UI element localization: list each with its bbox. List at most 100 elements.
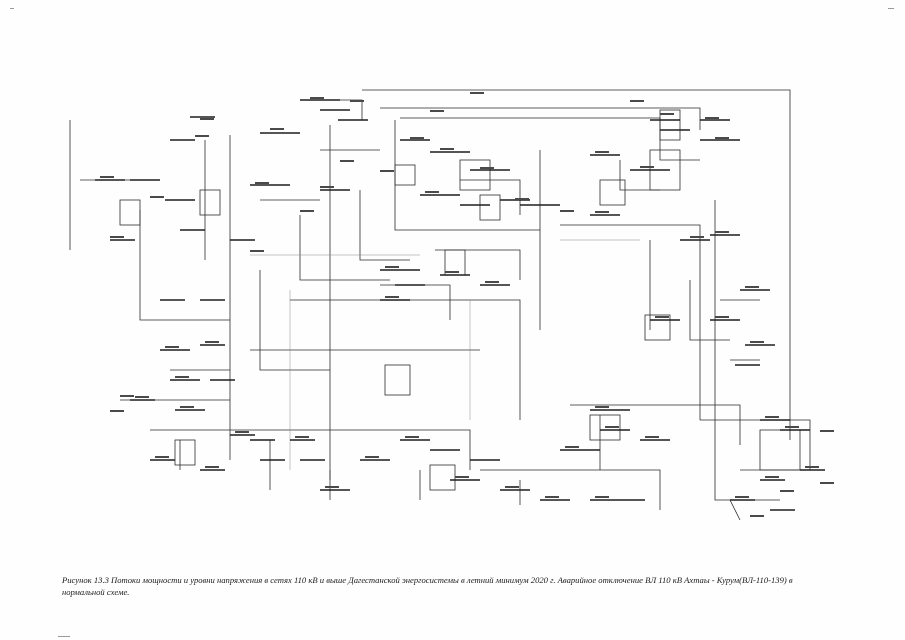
- label-mark: [155, 456, 169, 458]
- label-mark: [410, 137, 424, 139]
- label-mark: [110, 410, 124, 412]
- substation-box: [119, 199, 141, 226]
- line-segment: [259, 270, 330, 371]
- caption-text: Рисунок 13.3 Потоки мощности и уровни на…: [62, 575, 793, 597]
- label-mark: [645, 436, 659, 438]
- label-mark: [255, 182, 269, 184]
- line-segment: [570, 404, 741, 445]
- label-mark: [785, 426, 799, 428]
- label-mark: [470, 92, 484, 94]
- line-segment: [299, 215, 390, 281]
- label-mark: [380, 170, 394, 172]
- label-mark: [235, 431, 249, 433]
- substation-box: [479, 194, 501, 221]
- label-mark: [135, 396, 149, 398]
- scan-artifact: [58, 636, 70, 637]
- substation-box: [394, 164, 416, 186]
- label-mark: [660, 113, 674, 115]
- label-mark: [595, 496, 609, 498]
- label-mark: [165, 346, 179, 348]
- figure-caption: Рисунок 13.3 Потоки мощности и уровни на…: [62, 574, 822, 598]
- substation-box: [459, 159, 491, 191]
- label-mark: [440, 148, 454, 150]
- line-segment: [139, 210, 230, 321]
- label-mark: [120, 395, 134, 397]
- label-mark: [750, 515, 764, 517]
- substation-box: [589, 414, 621, 441]
- transmission-lines: [69, 89, 811, 521]
- label-mark: [780, 490, 794, 492]
- label-mark: [385, 266, 399, 268]
- label-mark: [100, 176, 114, 178]
- label-mark: [430, 110, 444, 112]
- label-mark: [750, 341, 764, 343]
- label-mark: [690, 236, 704, 238]
- label-mark: [640, 166, 654, 168]
- line-segment: [619, 160, 660, 191]
- line-segment: [150, 429, 471, 470]
- label-mark: [655, 316, 669, 318]
- label-mark: [595, 151, 609, 153]
- label-mark: [805, 466, 819, 468]
- label-mark: [250, 250, 264, 252]
- label-mark: [270, 128, 284, 130]
- label-mark: [180, 406, 194, 408]
- substation-box: [429, 464, 456, 491]
- label-mark: [295, 436, 309, 438]
- label-mark: [765, 476, 779, 478]
- label-mark: [300, 210, 314, 212]
- label-marks: [100, 92, 834, 517]
- line-segment: [362, 89, 791, 440]
- label-mark: [205, 466, 219, 468]
- line-segment: [400, 117, 700, 161]
- label-mark: [545, 496, 559, 498]
- substation-box: [599, 179, 626, 206]
- label-mark: [705, 117, 719, 119]
- label-mark: [455, 476, 469, 478]
- label-mark: [110, 236, 124, 238]
- label-mark: [820, 482, 834, 484]
- line-segment: [480, 469, 661, 510]
- label-mark: [735, 496, 749, 498]
- label-mark: [320, 186, 334, 188]
- substation-box: [759, 429, 801, 471]
- label-mark: [205, 341, 219, 343]
- label-mark: [605, 426, 619, 428]
- label-mark: [150, 196, 164, 198]
- label-mark: [560, 210, 574, 212]
- label-mark: [485, 281, 499, 283]
- label-mark: [200, 118, 214, 120]
- label-mark: [480, 167, 494, 169]
- line-segment: [689, 280, 730, 341]
- substation-box: [174, 439, 196, 466]
- label-mark: [745, 286, 759, 288]
- line-segment: [359, 190, 410, 261]
- label-mark: [715, 137, 729, 139]
- label-mark: [340, 160, 354, 162]
- power-network-schematic: [69, 89, 834, 521]
- label-mark: [715, 231, 729, 233]
- scan-artifact: [10, 8, 14, 9]
- label-mark: [765, 416, 779, 418]
- substation-box: [384, 364, 411, 396]
- substation-box: [199, 189, 221, 216]
- label-mark: [515, 198, 529, 200]
- label-mark: [195, 135, 209, 137]
- label-mark: [405, 436, 419, 438]
- line-segment: [729, 499, 741, 521]
- substation-buses: [95, 99, 825, 511]
- label-mark: [385, 296, 399, 298]
- label-mark: [595, 406, 609, 408]
- line-segment: [380, 284, 451, 320]
- label-mark: [445, 271, 459, 273]
- label-mark: [325, 486, 339, 488]
- label-mark: [565, 446, 579, 448]
- label-mark: [595, 211, 609, 213]
- substation-box: [659, 109, 681, 141]
- line-segment: [714, 200, 780, 501]
- line-segment: [560, 224, 701, 420]
- line-segment: [380, 107, 701, 130]
- line-segment: [460, 179, 521, 215]
- label-mark: [820, 430, 834, 432]
